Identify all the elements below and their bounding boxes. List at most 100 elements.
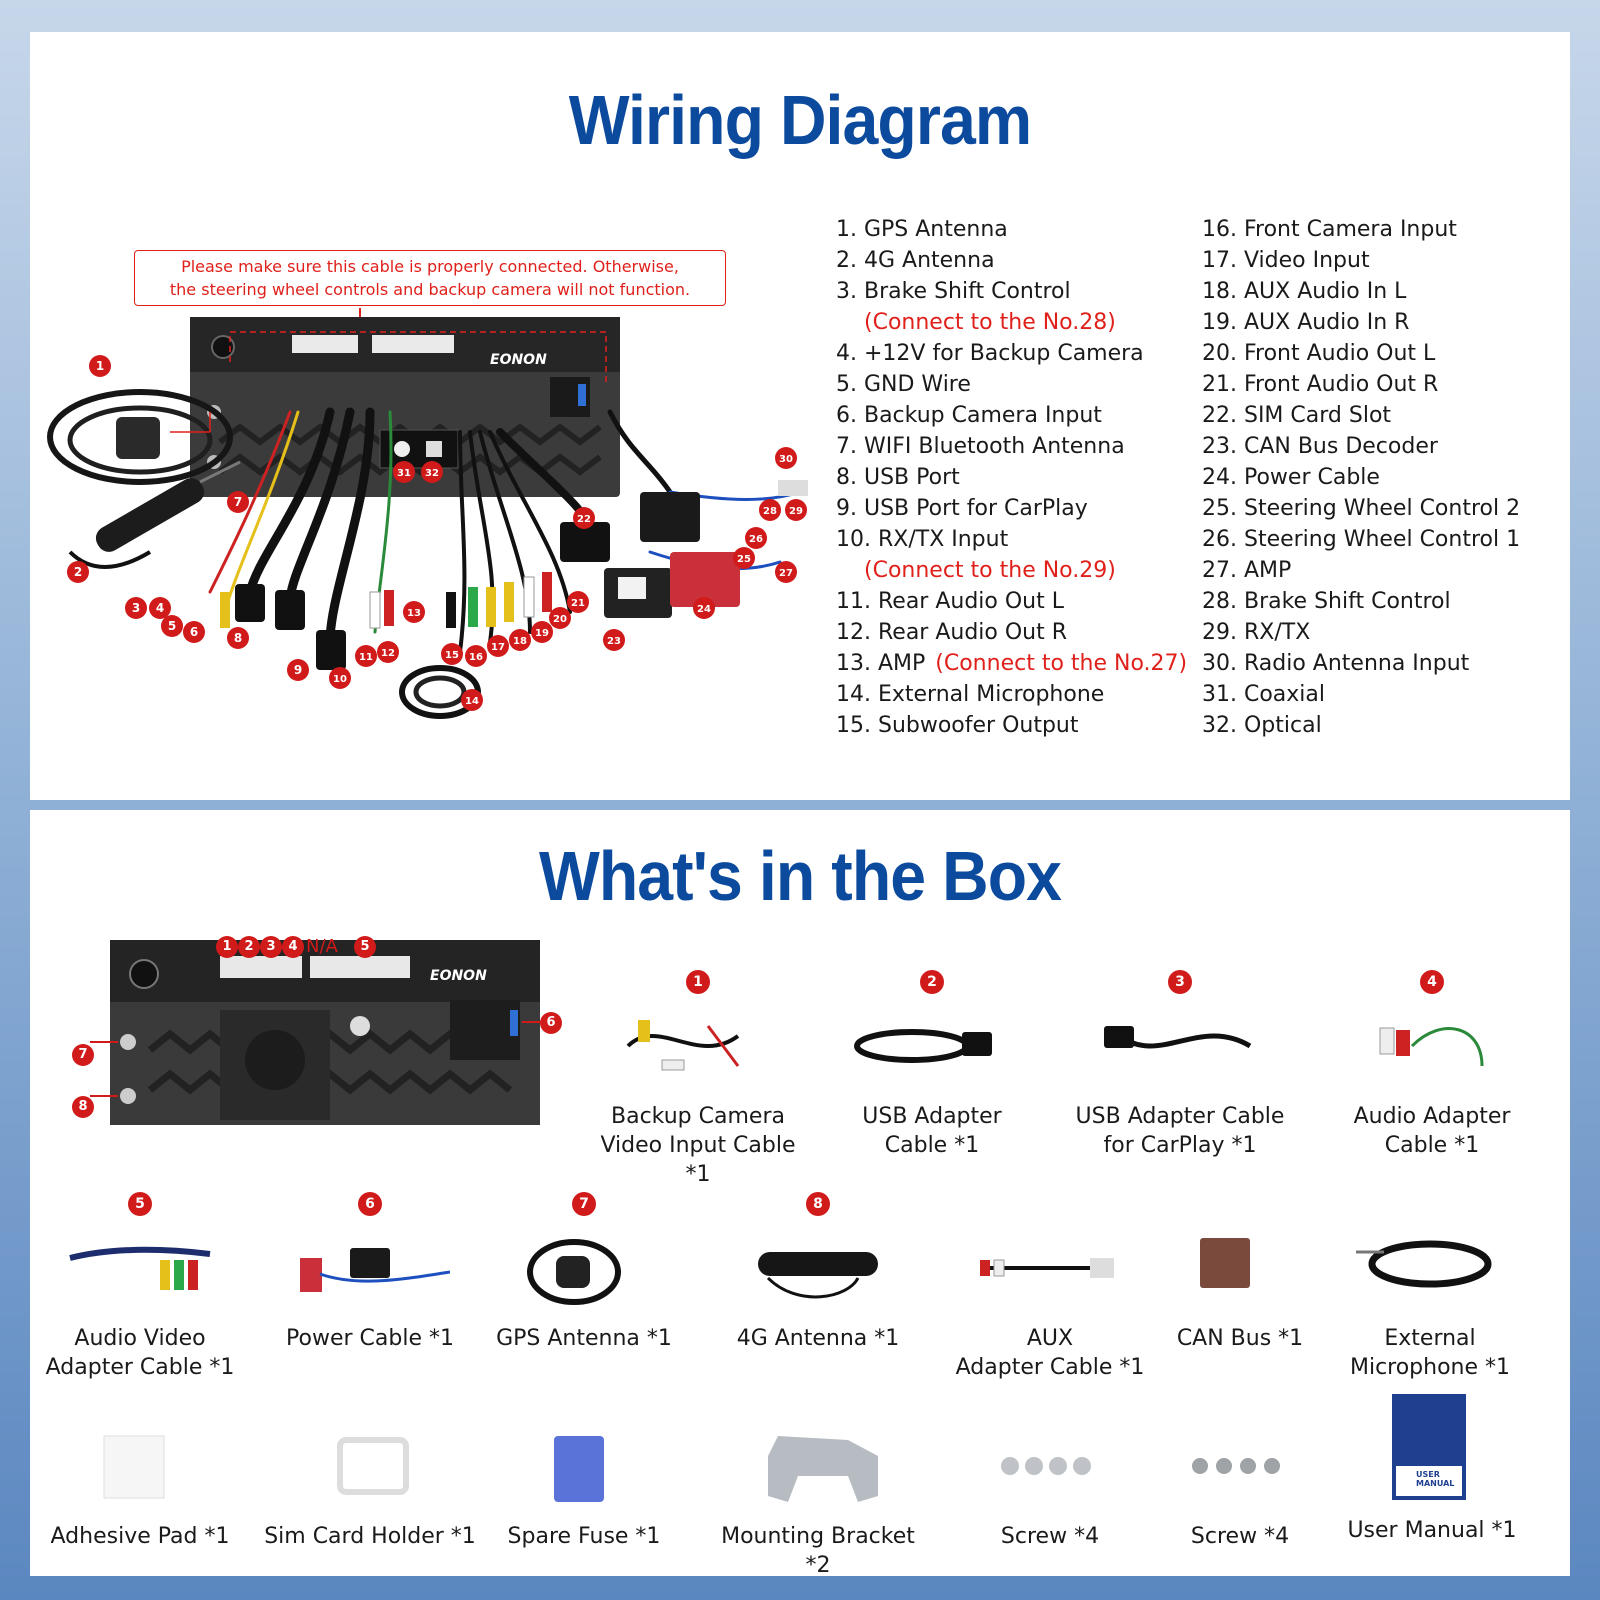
wiring-badge-21: 21 [567, 591, 589, 613]
box-item-label: Screw *4 [1000, 1524, 1100, 1549]
wiring-badge-number: 13 [407, 608, 421, 619]
wiring-badge-2: 2 [67, 561, 89, 583]
rear-unit-illustration: EONON [90, 940, 560, 1125]
wiring-badge-number: 14 [465, 696, 479, 707]
box-item-image [103, 1435, 165, 1499]
rca-plugs [220, 572, 552, 629]
wiring-badge-number: 18 [513, 636, 527, 647]
wiring-badge-7: 7 [227, 491, 249, 513]
box-item: Mounting Bracket *2 [708, 1390, 928, 1580]
wiring-badge-6: 6 [183, 621, 205, 643]
wiring-badge-number: 11 [359, 652, 373, 663]
box-item-label: 4G Antenna *1 [736, 1326, 900, 1351]
power-cable-illustration [640, 480, 808, 607]
legend-item: 28. Brake Shift Control [1202, 589, 1451, 614]
head-unit-brand: EONON [490, 352, 547, 368]
box-item-label: USB Adapter Cable for CarPlay *1 [1075, 1104, 1285, 1158]
box-item-image [300, 1248, 450, 1292]
warning-text: Please make sure this cable is properly … [169, 257, 691, 299]
legend-item: 2. 4G Antenna [836, 245, 1187, 276]
wiring-badge-number: 4 [156, 601, 164, 615]
wiring-badge-19: 19 [531, 621, 553, 643]
box-item-image [758, 1252, 878, 1299]
legend-item: 10. RX/TX Input [836, 524, 1187, 555]
wiring-badge-27: 27 [775, 561, 797, 583]
legend-item: 9. USB Port for CarPlay [836, 493, 1187, 524]
wiring-badge-number: 23 [607, 636, 621, 647]
wiring-badge-number: 30 [779, 454, 793, 465]
wiring-badge-number: 19 [535, 628, 549, 639]
legend-item: 11. Rear Audio Out L [836, 586, 1187, 617]
box-item-image [527, 1239, 621, 1305]
legend-item: 14. External Microphone [836, 679, 1187, 710]
box-item-badge: 5 [128, 1192, 152, 1216]
legend-item-text: 2. 4G Antenna [836, 248, 995, 273]
legend-item-note: (Connect to the No.27) [935, 651, 1188, 676]
legend-item: 18. AUX Audio In L [1202, 279, 1407, 304]
wiring-badge-number: 17 [491, 642, 505, 653]
wiring-badge-18: 18 [509, 629, 531, 651]
box-item-image [554, 1436, 604, 1502]
box-item: Screw *4 [1130, 1390, 1350, 1551]
box-title: What's in the Box [538, 837, 1062, 915]
wiring-badge-11: 11 [355, 645, 377, 667]
box-item-image [1356, 1240, 1492, 1288]
legend-item: 19. AUX Audio In R [1202, 310, 1410, 335]
wiring-badge-10: 10 [329, 667, 351, 689]
wiring-badge-number: 16 [469, 652, 483, 663]
legend-item-text: 4. +12V for Backup Camera [836, 341, 1144, 366]
port-badge-3: 3 [260, 936, 282, 958]
wiring-badge-30: 30 [775, 447, 797, 469]
legend-item-text: 13. AMP [836, 651, 926, 676]
legend-item: 26. Steering Wheel Control 1 [1202, 527, 1521, 552]
wiring-badge-number: 32 [425, 468, 439, 479]
legend-item: 16. Front Camera Input [1202, 217, 1457, 242]
legend-item-text: 1. GPS Antenna [836, 217, 1008, 242]
box-item-image [1192, 1458, 1280, 1474]
box-panel: What's in the Box EONON 1 2 3 4 N/A 5 6 … [30, 810, 1570, 1578]
box-item-label: Adhesive Pad *1 [50, 1524, 230, 1549]
box-item-image [768, 1436, 878, 1502]
box-item-label: User Manual *1 [1347, 1518, 1517, 1543]
gps-antenna-illustration [47, 389, 233, 485]
wiring-badge-29: 29 [785, 499, 807, 521]
wiring-badge-number: 27 [779, 568, 793, 579]
wiring-badge-number: 9 [294, 663, 302, 677]
port-badge-4: 4 [282, 936, 304, 958]
wiring-badge-number: 28 [763, 506, 777, 517]
legend-item-text: 5. GND Wire [836, 372, 971, 397]
wiring-badge-26: 26 [745, 527, 767, 549]
box-item-image [980, 1258, 1114, 1278]
box-item: Screw *4 [940, 1390, 1160, 1551]
box-item: External Microphone *1 [1320, 1192, 1540, 1382]
port-na-label: N/A [306, 936, 338, 957]
wiring-badge-20: 20 [549, 607, 571, 629]
legend-item: 6. Backup Camera Input [836, 400, 1187, 431]
legend-item-text: 6. Backup Camera Input [836, 403, 1102, 428]
wiring-badge-number: 22 [577, 514, 591, 525]
legend-item: 8. USB Port [836, 462, 1187, 493]
wiring-badge-15: 15 [441, 643, 463, 665]
manual-cover-text: USER MANUAL [1416, 1470, 1455, 1488]
box-item-badge: 2 [920, 970, 944, 994]
wiring-badge-1: 1 [89, 355, 111, 377]
box-item-badge: 1 [686, 970, 710, 994]
box-item: Sim Card Holder *1 [260, 1390, 480, 1551]
warning-box: Please make sure this cable is properly … [134, 250, 726, 306]
wiring-badge-number: 24 [697, 604, 711, 615]
legend-item: (Connect to the No.28) [836, 307, 1187, 338]
legend-item: 27. AMP [1202, 558, 1292, 583]
side-badge-7: 7 [72, 1044, 94, 1066]
legend-item: 15. Subwoofer Output [836, 710, 1187, 741]
legend-item-text: 11. Rear Audio Out L [836, 589, 1064, 614]
box-item-label: Spare Fuse *1 [507, 1524, 661, 1549]
wiring-badge-number: 10 [333, 674, 347, 685]
head-unit: EONON [190, 317, 620, 497]
